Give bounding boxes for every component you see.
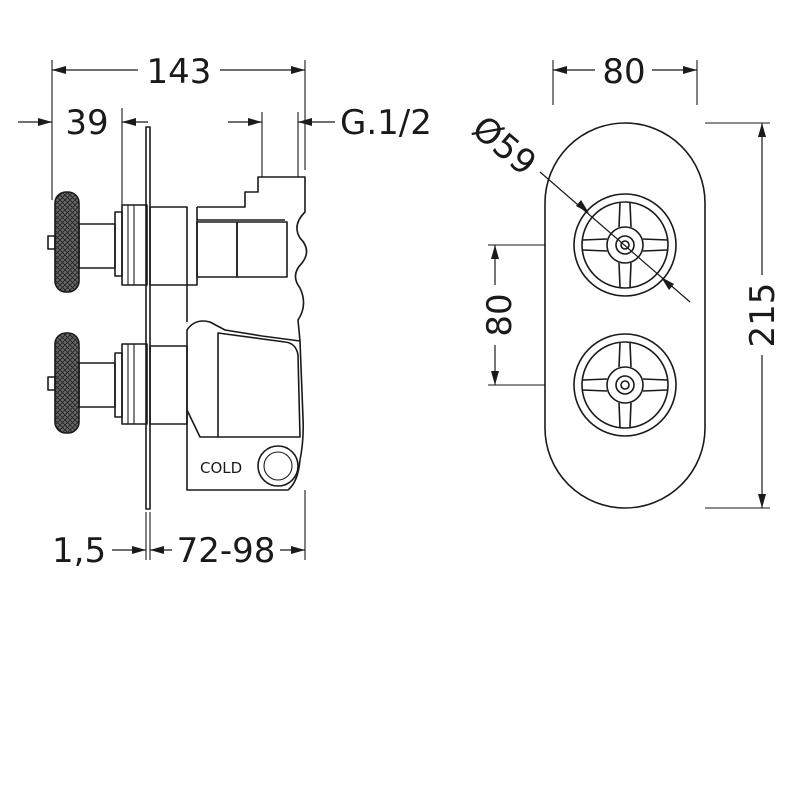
lower-collar	[149, 345, 188, 425]
upper-handle-cap	[47, 235, 56, 250]
cold-inlet-outer	[257, 445, 299, 487]
front-plate	[544, 122, 706, 509]
upper-cartridge	[196, 221, 238, 278]
lower-handle-front	[573, 333, 677, 437]
upper-spindle	[78, 204, 148, 286]
cold-label: COLD	[200, 459, 242, 477]
valve-body-upper	[187, 176, 308, 342]
cold-inlet-inner	[263, 451, 293, 481]
upper-handle-wheel	[54, 191, 80, 293]
lower-spindle	[78, 343, 148, 425]
side-dimensions: 143 39 G.1/2 1,5 72-98	[18, 52, 432, 571]
lower-handle-wheel	[54, 332, 80, 434]
valve-body	[186, 320, 304, 491]
dim-plate-width: 80	[602, 52, 645, 92]
upper-collar	[149, 206, 188, 286]
dim-plate-height: 215	[743, 283, 783, 348]
front-dimensions: 80 Ø59 80 215	[464, 52, 783, 509]
dim-handle-diameter: Ø59	[464, 108, 543, 184]
upper-cartridge-rear	[236, 221, 288, 278]
dim-plate-thickness: 1,5	[52, 531, 106, 571]
dim-handle-spacing: 80	[480, 293, 520, 336]
upper-handle-front	[573, 193, 677, 297]
lower-cartridge	[217, 332, 301, 438]
dim-handle-projection: 39	[65, 103, 108, 143]
dim-inlet-thread: G.1/2	[340, 103, 432, 143]
lower-handle-cap	[47, 376, 56, 391]
side-view: COLD	[47, 126, 308, 510]
front-view	[544, 122, 706, 509]
wall-plate	[145, 126, 151, 510]
dim-overall-depth: 143	[147, 52, 212, 92]
dim-body-depth: 72-98	[177, 531, 276, 571]
